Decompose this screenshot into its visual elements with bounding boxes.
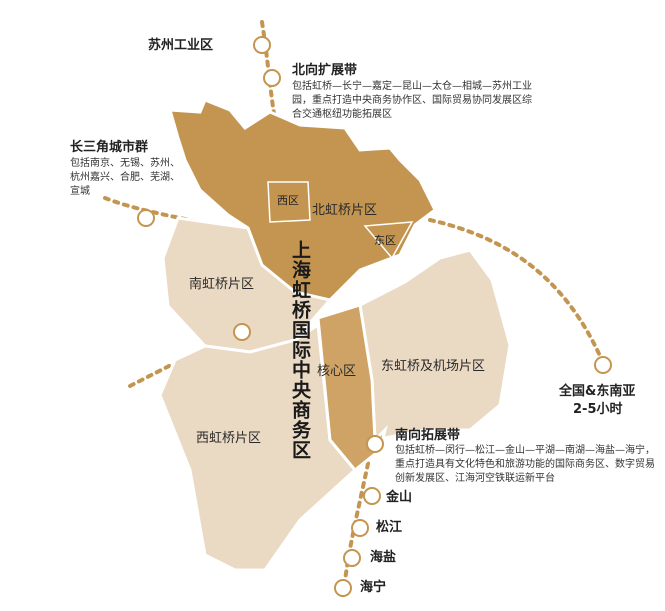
southeast-corridor-line: [428, 218, 602, 358]
stop-yangtze: [137, 209, 155, 227]
stop-haiyan: [343, 549, 361, 567]
west-box-label: 西区: [277, 194, 299, 207]
stop-southwest: [233, 323, 251, 341]
south-corridor-desc: 包括虹桥—闵行—松江—金山—平湖—南湖—海盐—海宁，重点打造具有文化特色和旅游功…: [395, 445, 655, 484]
yangtze-desc: 包括南京、无锡、苏州、杭州嘉兴、合肥、芜湖、宣城: [70, 158, 180, 197]
south-corridor-title: 南向拓展带: [395, 428, 461, 443]
east-box-label: 东区: [374, 234, 396, 247]
zone-north-label: 北虹桥片区: [312, 203, 378, 218]
north-corridor-title: 北向扩展带: [292, 63, 358, 78]
stop-north: [263, 69, 281, 87]
stop-jinshan-label: 金山: [386, 490, 413, 505]
stop-haiyan-label: 海盐: [370, 550, 397, 565]
region-east-hongqiao: [358, 248, 512, 442]
north-corridor-desc: 包括虹桥—长宁—嘉定—昆山—太仓—相城—苏州工业园，重点打造中央商务协作区、国际…: [292, 81, 532, 120]
stop-songjiang: [351, 519, 369, 537]
stop-suzhou: [253, 36, 271, 54]
zone-east-label: 东虹桥及机场片区: [381, 359, 486, 374]
stop-jinshan: [363, 487, 381, 505]
stop-haining-label: 海宁: [360, 580, 387, 595]
zone-south-label: 南虹桥片区: [189, 277, 255, 292]
stop-songjiang-label: 松江: [376, 520, 403, 535]
southeast-asia-line1: 全国&东南亚: [559, 384, 636, 399]
region-core: [316, 303, 388, 473]
stop-southeast-asia: [594, 356, 612, 374]
southeast-asia-line2: 2-5小时: [573, 402, 623, 417]
zone-west-label: 西虹桥片区: [196, 431, 262, 446]
zone-core-label: 核心区: [317, 364, 357, 379]
region-north-hongqiao: [167, 98, 437, 302]
stop-haining: [334, 579, 352, 597]
west-box: [267, 181, 311, 223]
suzhou-label: 苏州工业区: [148, 38, 214, 53]
stop-south: [366, 435, 384, 453]
region-west-hongqiao: [158, 322, 358, 572]
vertical-title: 上海虹桥国际中央商务区: [289, 240, 311, 460]
east-box: [363, 221, 414, 260]
yangtze-title: 长三角城市群: [70, 140, 149, 155]
